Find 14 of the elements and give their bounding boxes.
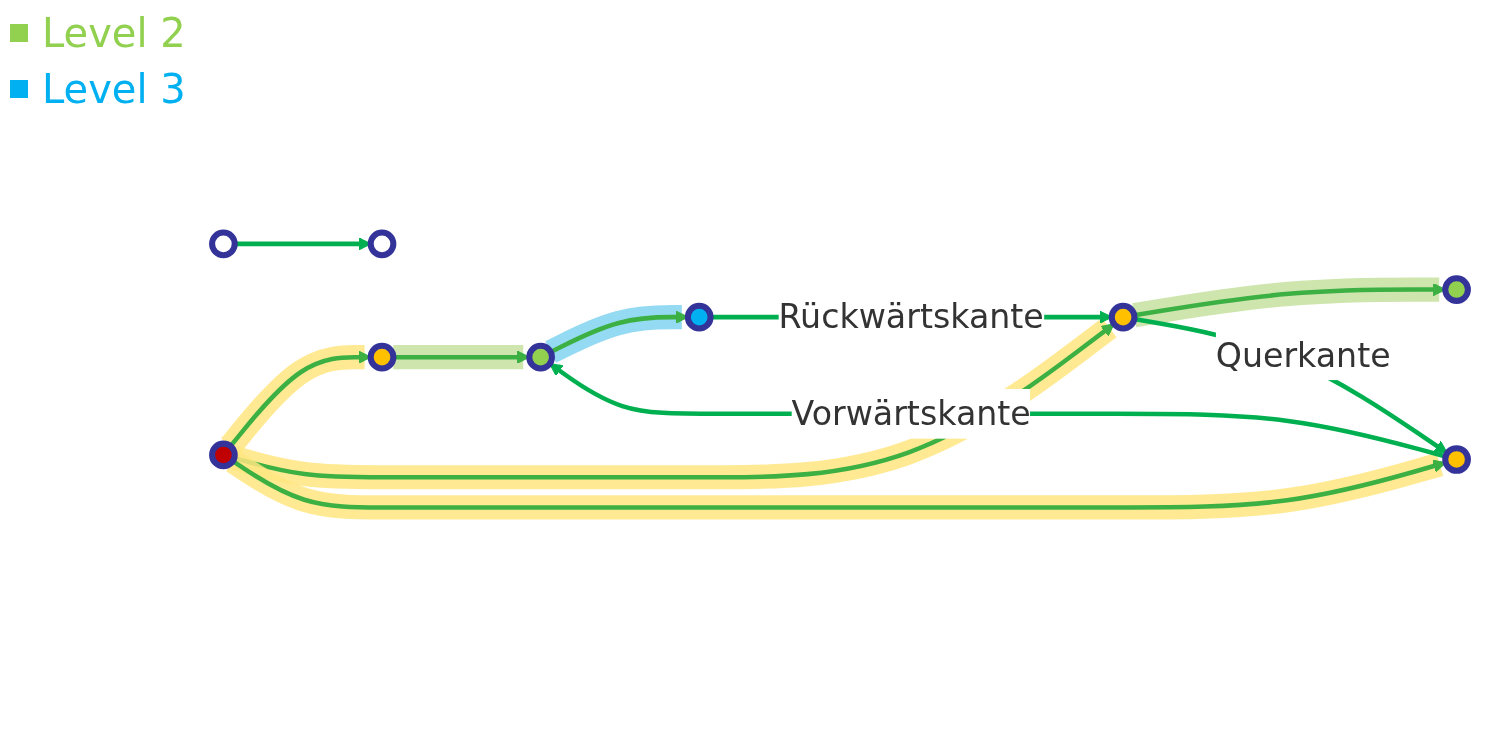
node-circle bbox=[684, 302, 714, 332]
legend-label: Level 3 bbox=[42, 66, 186, 112]
node-circle bbox=[367, 229, 397, 259]
edge-label: Querkante bbox=[1215, 336, 1391, 375]
node-circle bbox=[367, 342, 397, 372]
node-circle bbox=[1442, 445, 1471, 474]
node-circle bbox=[1108, 302, 1138, 332]
node-circle bbox=[209, 440, 238, 470]
legend-label: Level 2 bbox=[42, 10, 186, 56]
node-circle bbox=[1442, 275, 1471, 304]
node-circle bbox=[526, 342, 555, 372]
edge-label: Rückwärtskante bbox=[778, 298, 1044, 337]
node-circle bbox=[209, 229, 238, 259]
edge-label: Vorwärtskante bbox=[791, 394, 1031, 433]
